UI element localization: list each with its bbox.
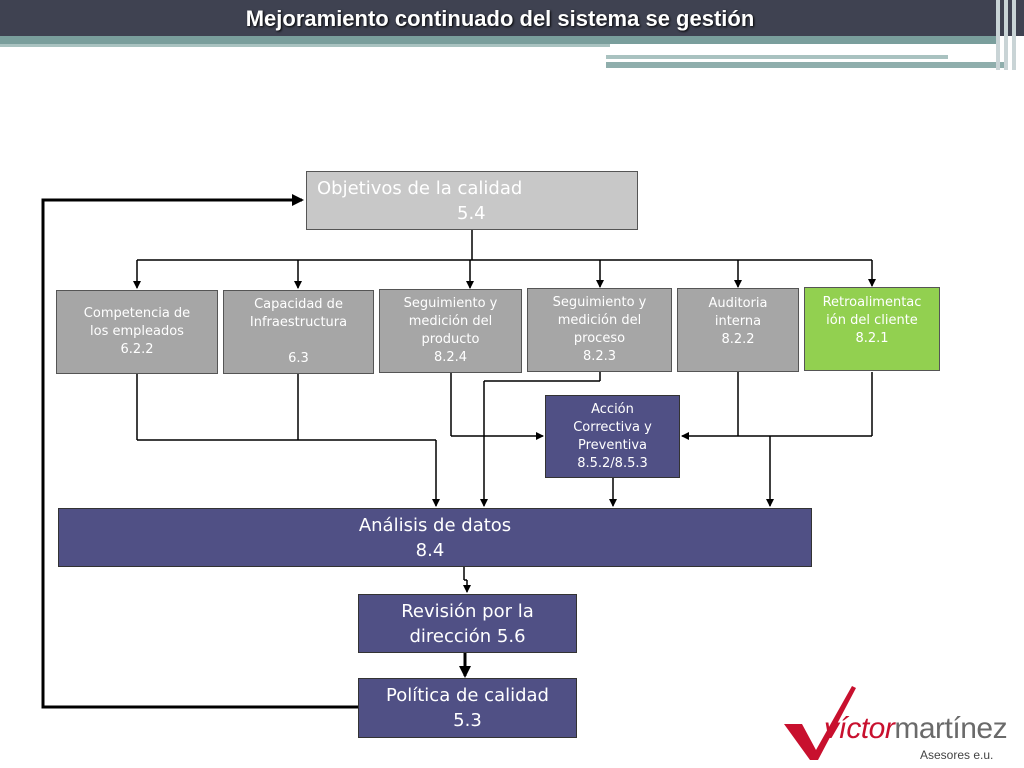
box-analisis-datos: Análisis de datos 8.4 (58, 508, 812, 567)
box-code: 8.5.2/8.5.3 (577, 455, 648, 471)
header-band (0, 36, 1000, 44)
box-label: dirección 5.6 (409, 625, 526, 647)
decor-stripe (996, 0, 1000, 70)
box-code: 5.4 (457, 202, 486, 224)
box-label: Análisis de datos (358, 514, 512, 536)
box-label: Seguimiento y (403, 296, 498, 311)
logo-mark (784, 686, 856, 760)
decor-stripe (1004, 0, 1008, 70)
box-label: Preventiva (578, 437, 647, 453)
box-accion-correctiva: Acción Correctiva y Preventiva 8.5.2/8.5… (545, 395, 680, 478)
slide-title: Mejoramiento continuado del sistema se g… (245, 6, 755, 31)
logo-subtitle: Asesores e.u. (920, 748, 994, 762)
box-label: medición del (557, 313, 642, 328)
box-label: Infraestructura (249, 315, 348, 330)
box-label: Auditoria (708, 296, 768, 311)
header-band-right-lower (606, 62, 1004, 68)
box-label: Seguimiento y (552, 295, 647, 310)
box-label: los empleados (90, 324, 184, 339)
title-bar (0, 0, 1024, 36)
box-code: 6.2.2 (120, 342, 154, 357)
header-band-right (606, 55, 948, 59)
box-label: interna (714, 314, 762, 329)
box-label: Retroalimentac (822, 295, 922, 310)
box-code: 5.3 (453, 710, 482, 731)
box-label: Capacidad de (254, 297, 343, 312)
box-label: producto (421, 332, 480, 347)
box-label: proceso (573, 331, 626, 346)
box-code: 8.2.2 (721, 332, 755, 347)
box-objetivos-calidad: Objetivos de la calidad 5.4 (306, 171, 638, 230)
box-label: medición del (408, 314, 493, 329)
box-retroalimentacion-cliente: Retroalimentac ión del cliente 8.2.1 (804, 287, 940, 371)
box-code: 6.3 (288, 351, 309, 366)
box-revision-direccion: Revisión por la dirección 5.6 (358, 594, 577, 653)
box-auditoria-interna: Auditoria interna 8.2.2 (677, 288, 799, 372)
box-label: Competencia de (83, 306, 191, 321)
box-code: 8.4 (415, 539, 445, 561)
box-label: Política de calidad (386, 685, 549, 706)
logo-word-second: martínez (894, 712, 1008, 745)
logo-wordmark: víctormartínez (824, 712, 1008, 746)
box-code: 8.2.3 (582, 349, 617, 364)
box-label: Acción (591, 401, 634, 417)
box-seguimiento-proceso: Seguimiento y medición del proceso 8.2.3 (527, 288, 672, 372)
box-code: 8.2.4 (433, 350, 468, 365)
box-capacidad-infraestructura: Capacidad de Infraestructura 6.3 (223, 290, 374, 374)
box-label: Revisión por la (401, 600, 534, 622)
box-politica-calidad: Política de calidad 5.3 (358, 678, 577, 738)
box-seguimiento-producto: Seguimiento y medición del producto 8.2.… (379, 289, 522, 373)
box-label: Objetivos de la calidad (317, 177, 523, 199)
header-band-thin (0, 44, 610, 47)
box-label: ión del cliente (826, 313, 918, 328)
decor-stripe (1012, 0, 1016, 70)
box-competencia-empleados: Competencia de los empleados 6.2.2 (56, 290, 218, 374)
box-code: 8.2.1 (855, 331, 889, 346)
logo-word-first: víctor (824, 712, 895, 745)
box-label: Correctiva y (573, 419, 652, 435)
